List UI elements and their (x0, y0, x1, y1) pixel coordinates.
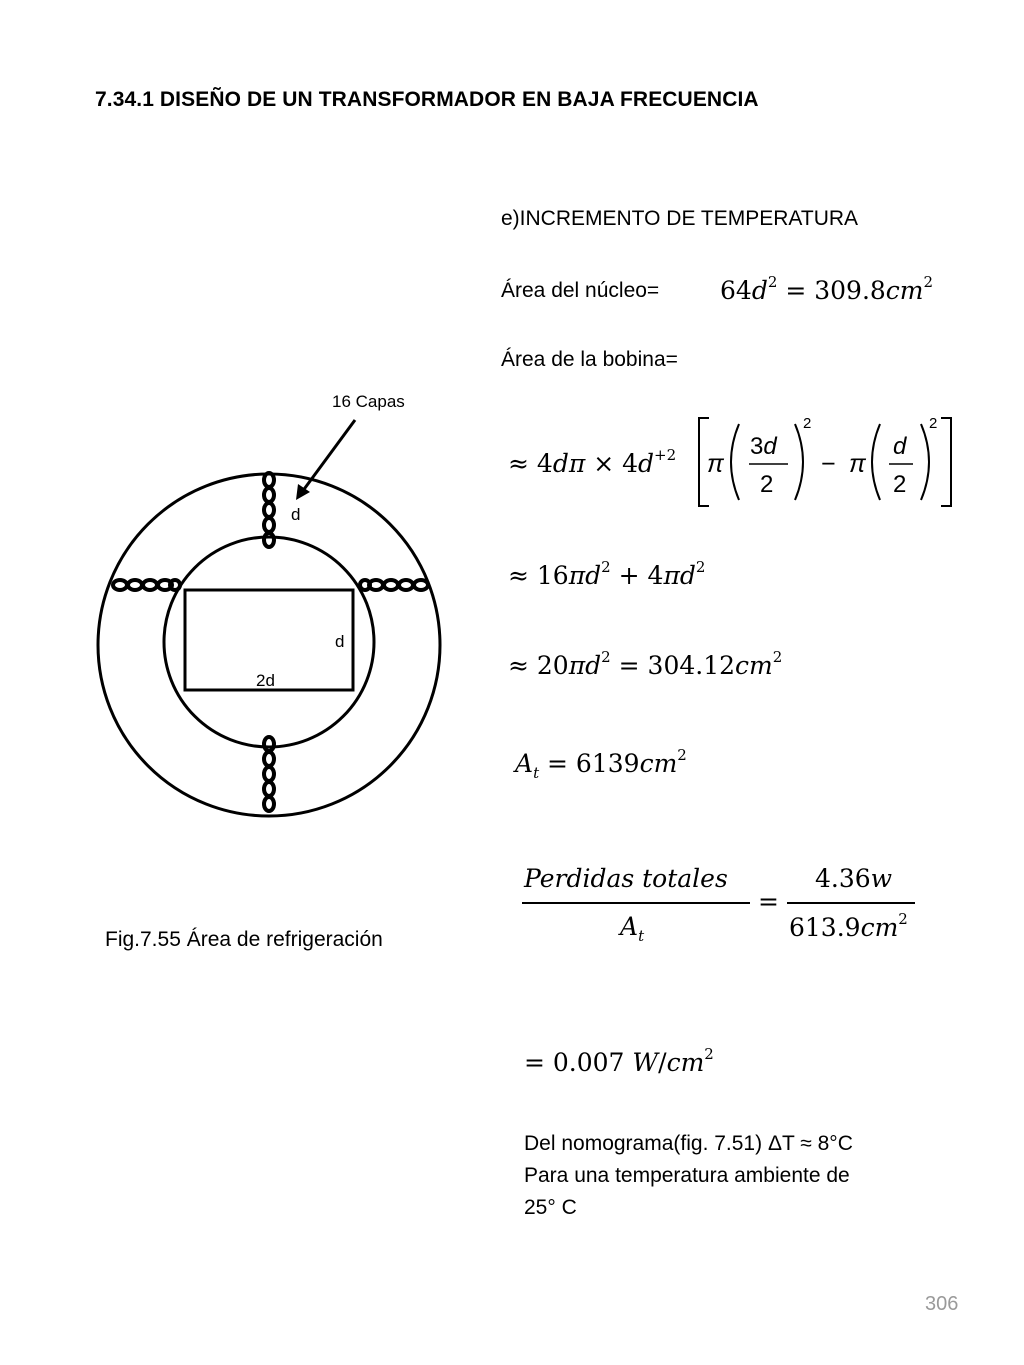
svg-text:3d: 3d (750, 433, 777, 460)
total-area-eq: At = 6139cm2 (515, 746, 687, 782)
layers-arrow-head (296, 484, 310, 500)
minus-sign: − (821, 450, 836, 478)
ratio-denominator-left: At (620, 912, 645, 945)
figure-caption: Fig.7.55 Área de refrigeración (105, 928, 383, 951)
nomogram-note: Del nomograma(fig. 7.51) ΔT ≈ 8°C Para u… (524, 1128, 853, 1224)
svg-text:π: π (849, 450, 867, 478)
core-area-formula: 64d2 = 309.8cm2 (720, 273, 934, 305)
top-winding-chain (262, 471, 276, 549)
ratio-fraction-bar-left (522, 902, 750, 904)
svg-text:d: d (893, 433, 907, 460)
svg-text:2: 2 (929, 415, 937, 432)
svg-text:2: 2 (760, 471, 773, 498)
label-d-top: d (291, 505, 300, 524)
inner-core-circle (162, 535, 376, 749)
ratio-fraction-bar-right (787, 902, 915, 904)
nomogram-line-3: 25° C (524, 1196, 577, 1219)
svg-text:2: 2 (803, 415, 811, 432)
section-heading: e)INCREMENTO DE TEMPERATURA (501, 207, 859, 230)
left-winding-chain (111, 578, 182, 592)
coil-area-eq2: ≈ 16πd2 + 4πd2 (508, 558, 706, 590)
ratio-denominator-right: 613.9cm2 (789, 910, 908, 942)
core-rectangle (183, 588, 355, 692)
svg-text:2: 2 (893, 471, 906, 498)
ratio-numerator-right: 4.36w (815, 864, 893, 893)
bottom-winding-chain (262, 735, 276, 813)
nomogram-line-2: Para una temperatura ambiente de (524, 1164, 850, 1187)
page-number: 306 (925, 1293, 959, 1315)
layers-label: 16 Capas (332, 392, 405, 411)
page-title: 7.34.1 DISEÑO DE UN TRANSFORMADOR EN BAJ… (95, 88, 759, 111)
result-value: = 0.007 W/cm2 (524, 1045, 714, 1077)
ratio-equals: = (758, 887, 779, 916)
coil-area-eq1-prefix: ≈ 4dπ × 4d+2 (508, 446, 677, 478)
svg-text:π: π (707, 450, 725, 478)
nomogram-line-1: Del nomograma(fig. 7.51) ΔT ≈ 8°C (524, 1132, 853, 1155)
coil-area-eq3: ≈ 20πd2 = 304.12cm2 (508, 648, 783, 680)
right-winding-chain (358, 578, 430, 592)
coil-area-bracket-expression: π 3d 2 2 − π d 2 2 (698, 415, 952, 507)
ratio-numerator-left: Perdidas totales (524, 864, 728, 893)
label-2d: 2d (256, 671, 275, 690)
label-d-right: d (335, 632, 344, 651)
cooling-area-figure: 16 Capas d d 2d (96, 392, 442, 818)
coil-area-label: Área de la bobina= (501, 348, 678, 371)
core-area-label: Área del núcleo= (501, 279, 660, 302)
layers-arrow-line (300, 419, 357, 493)
